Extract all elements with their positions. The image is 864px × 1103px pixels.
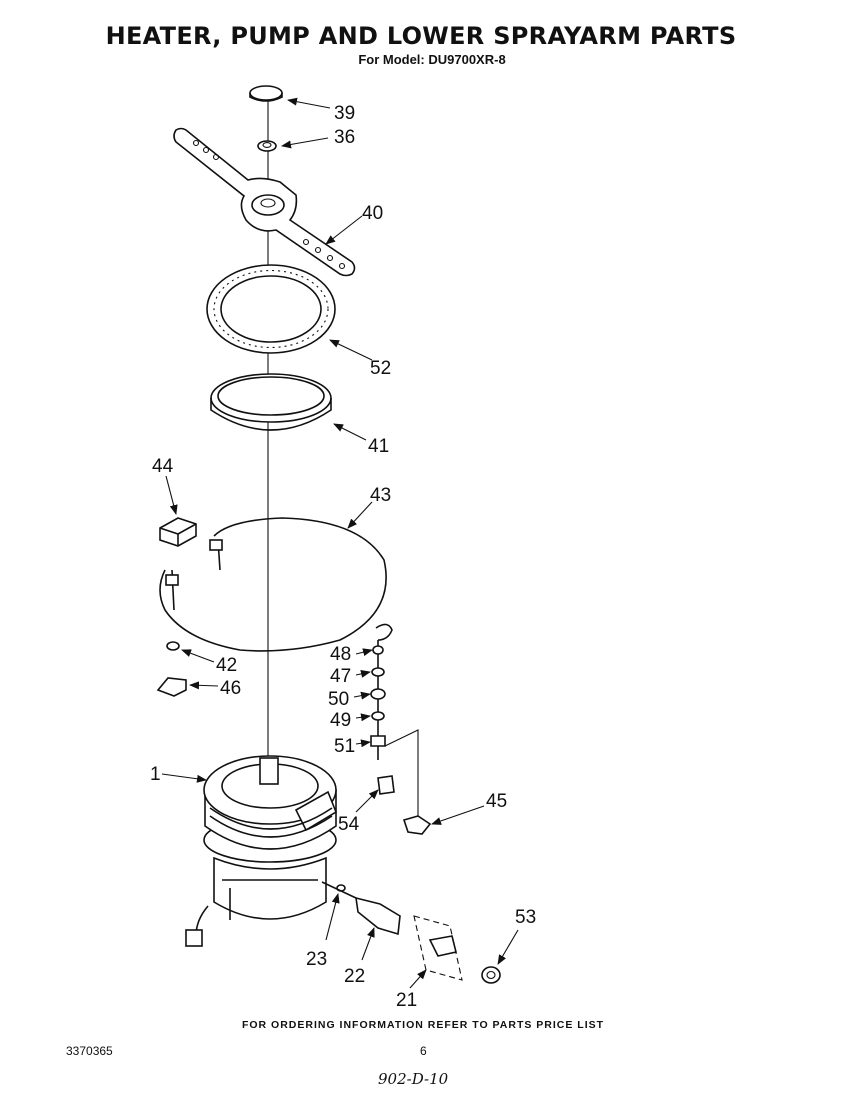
part-54-thermostat [377, 775, 395, 795]
callout-21: 21 [396, 990, 417, 1011]
part-46-bracket [156, 677, 187, 697]
part-22-terminal [321, 881, 401, 936]
ordering-note: FOR ORDERING INFORMATION REFER TO PARTS … [241, 1019, 605, 1031]
callout-46: 46 [220, 678, 241, 699]
callout-23: 23 [306, 949, 327, 970]
callout-41: 41 [368, 436, 389, 457]
callout-54: 54 [338, 814, 360, 835]
part-36-nut [257, 140, 277, 152]
callout-48: 48 [330, 644, 351, 665]
part-40-sprayarm [173, 127, 356, 277]
document-number: 3370365 [66, 1044, 113, 1058]
part-52-filter-ring [206, 264, 336, 354]
part-44-clip [159, 517, 197, 547]
handwritten-note: 902-D-10 [378, 1070, 449, 1088]
callout-36: 36 [334, 127, 355, 148]
callout-49: 49 [330, 710, 351, 731]
callout-1: 1 [150, 764, 161, 785]
part-41-seal-ring [210, 373, 332, 431]
part-43-heater-element [159, 517, 393, 652]
part-21-bracket [413, 915, 463, 981]
model-subtitle: For Model: DU9700XR-8 [358, 52, 506, 67]
callout-leaders [161, 97, 519, 989]
callout-50: 50 [328, 689, 349, 710]
callout-53: 53 [515, 907, 536, 928]
callout-51: 51 [334, 736, 355, 757]
hardware-stack [370, 640, 419, 830]
page-title: HEATER, PUMP AND LOWER SPRAYARM PARTS [105, 22, 737, 50]
part-45-bracket [402, 815, 432, 835]
callout-22: 22 [344, 966, 365, 987]
callout-44: 44 [152, 456, 174, 477]
callout-40: 40 [362, 203, 383, 224]
callout-39: 39 [334, 103, 355, 124]
part-39-cap [249, 85, 283, 102]
part-42-washer [166, 641, 180, 651]
callout-43: 43 [370, 485, 391, 506]
part-1-pump-motor [185, 755, 337, 947]
callout-42: 42 [216, 655, 237, 676]
callout-52: 52 [370, 358, 391, 379]
part-53-nut [481, 966, 501, 984]
callout-45: 45 [486, 791, 507, 812]
page-number: 6 [420, 1044, 427, 1058]
callout-47: 47 [330, 666, 351, 687]
